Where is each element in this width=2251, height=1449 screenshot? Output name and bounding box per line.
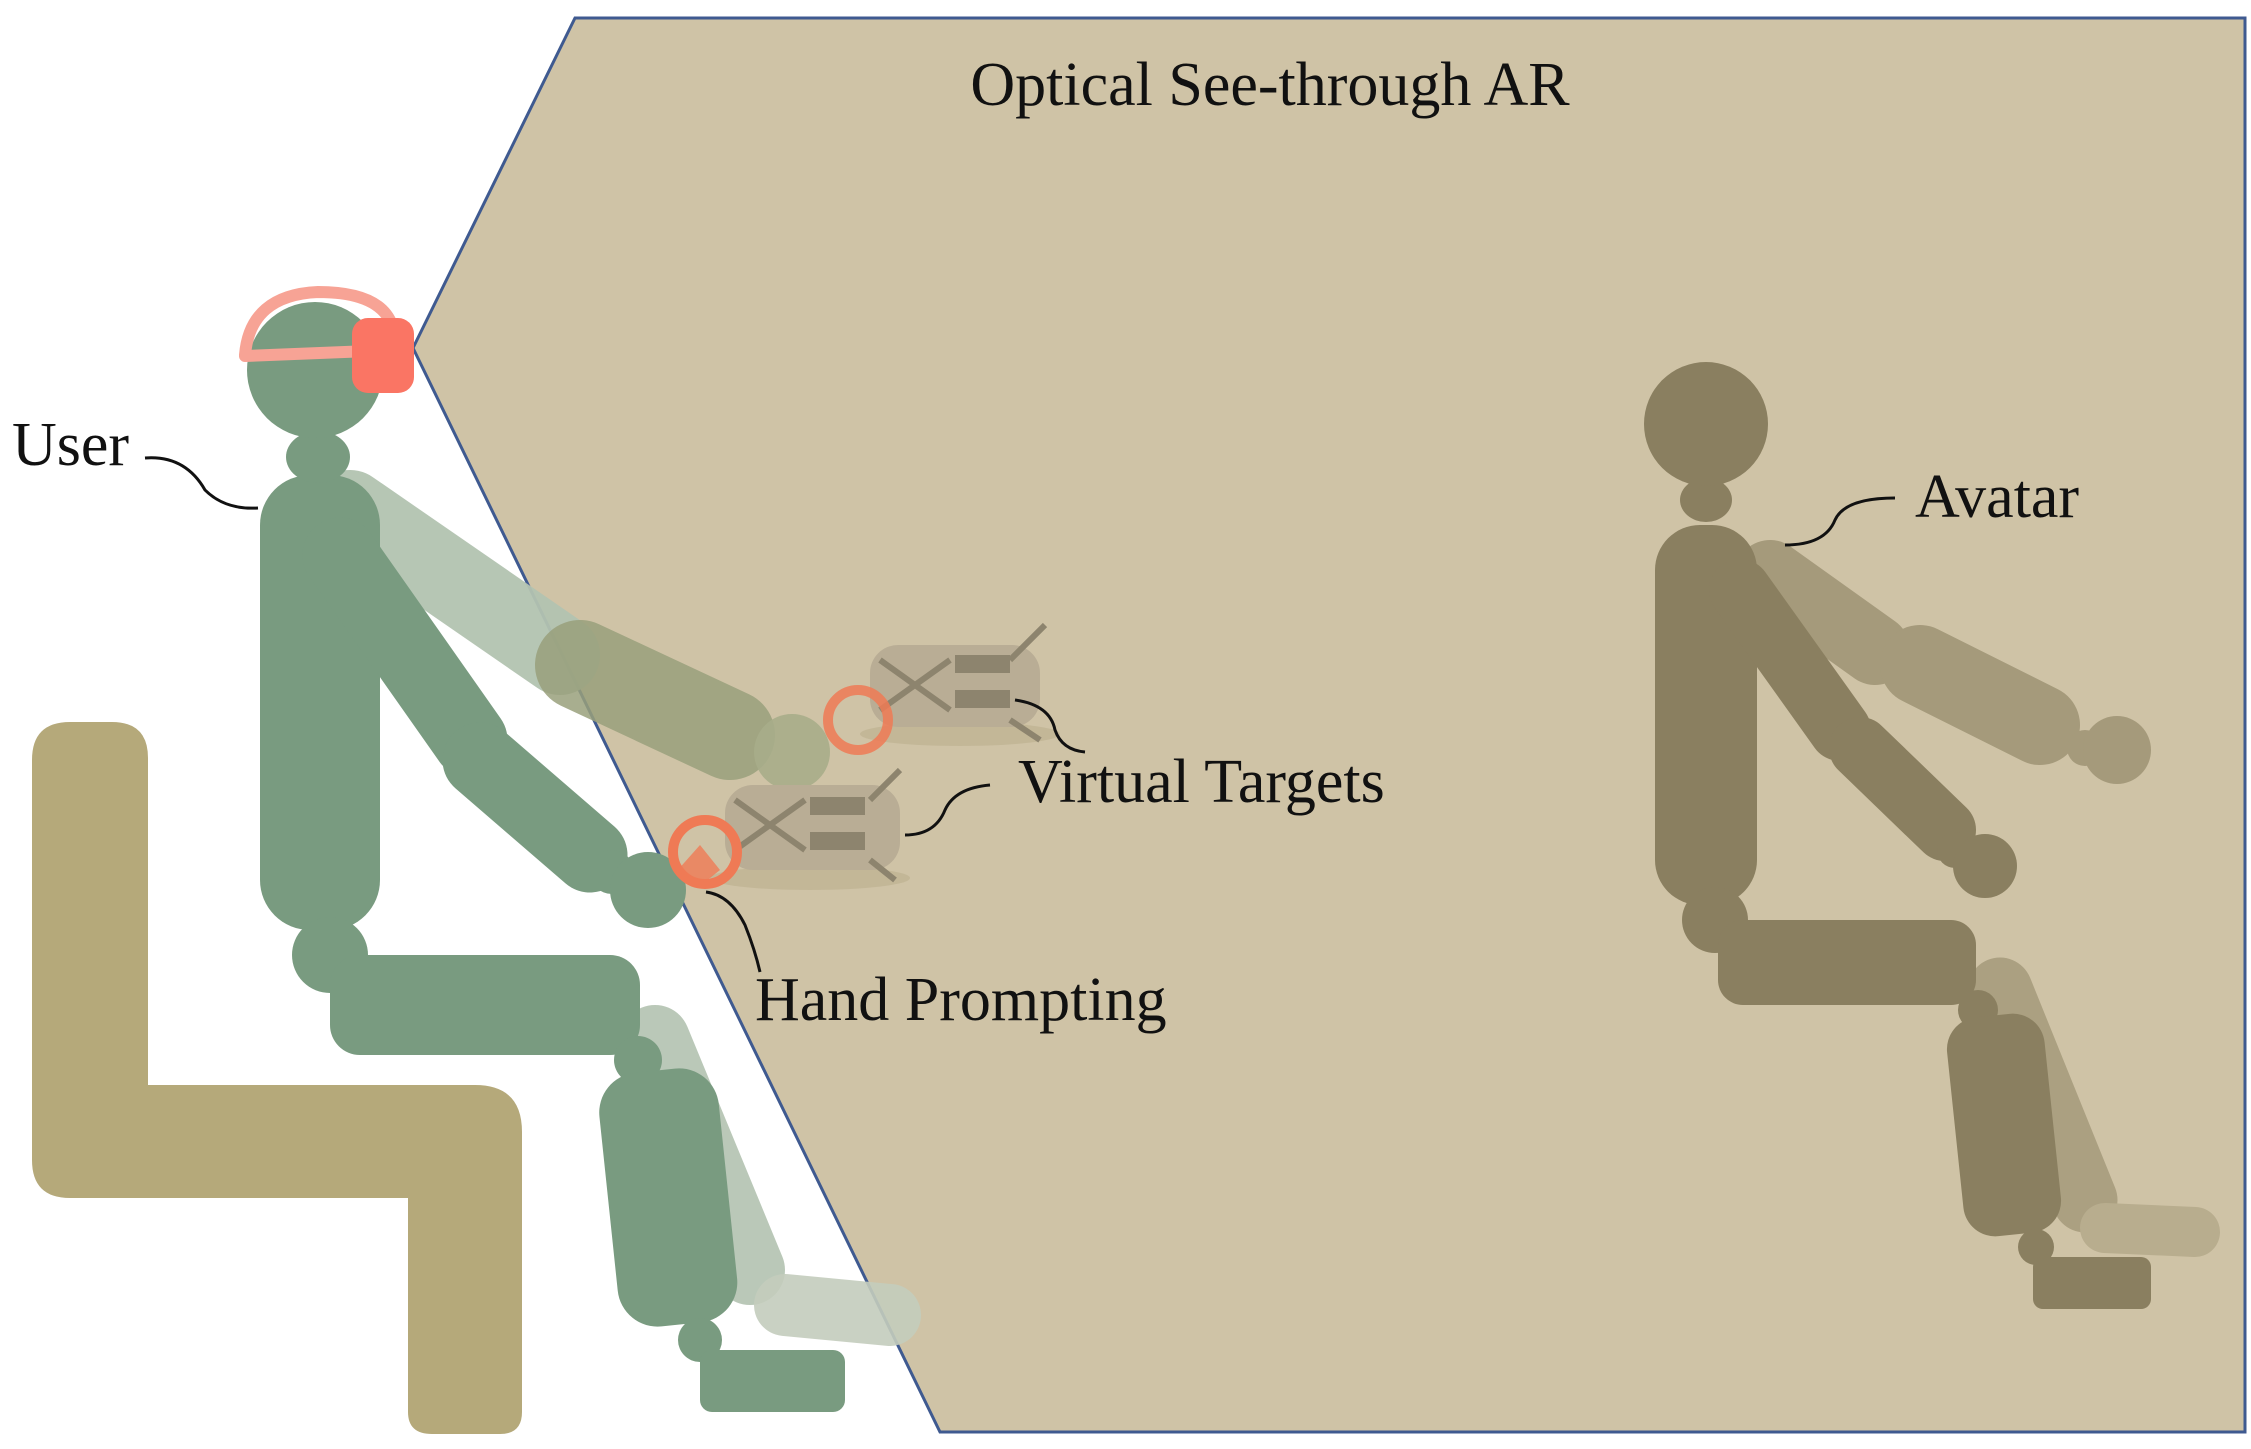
avatar-head [1644, 362, 1768, 486]
virtual-target-2 [668, 767, 910, 890]
user-thigh [330, 955, 640, 1055]
avatar-figure [1644, 362, 2151, 1309]
avatar-neck [1680, 478, 1732, 522]
virtual-targets-leader-line-2 [904, 783, 991, 837]
chair [32, 722, 522, 1434]
avatar-hand [1953, 834, 2017, 898]
user-neck [286, 431, 350, 483]
ar-region-title: Optical See-through AR [970, 51, 1570, 119]
headset-icon [352, 318, 414, 393]
user-leader-line [144, 456, 259, 510]
hand-prompting-leader-line [705, 890, 762, 973]
virtual-targets-leader-line [1014, 698, 1086, 754]
hand-prompting-label: Hand Prompting [755, 966, 1167, 1034]
avatar-leader-line [1784, 496, 1896, 547]
prompt-ring-icon [668, 815, 742, 889]
user-hand [610, 852, 686, 928]
virtual-target-1 [823, 622, 1060, 755]
avatar-foot [2033, 1257, 2151, 1309]
user-lower-leg [599, 1068, 738, 1327]
avatar-label: Avatar [1915, 463, 2079, 531]
headset-band [239, 285, 398, 361]
avatar-thigh [1718, 920, 1976, 1005]
user-head [247, 302, 383, 438]
prompt-ring-icon [823, 685, 893, 755]
virtual-targets-label: Virtual Targets [1018, 748, 1385, 816]
avatar-lower-leg [1946, 1013, 2062, 1237]
user-foot [700, 1350, 845, 1412]
user-figure [239, 285, 845, 1412]
ar-region [411, 16, 2247, 1434]
user-label: User [12, 411, 129, 479]
